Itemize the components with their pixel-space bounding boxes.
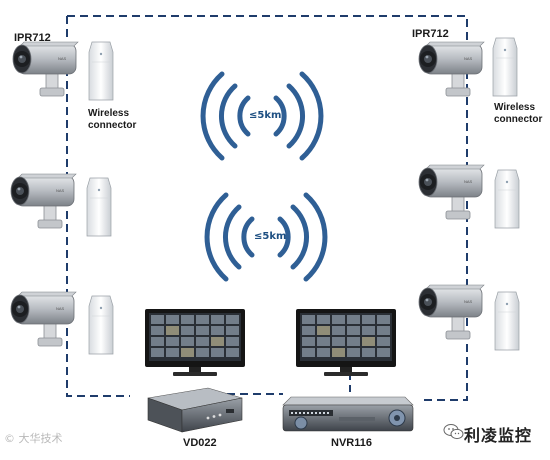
camera-model-label: IPR712 bbox=[14, 32, 51, 44]
wireless-bridge-icon bbox=[88, 41, 114, 101]
camera-model-label: IPR712 bbox=[412, 28, 449, 40]
monitor-icon bbox=[296, 309, 396, 376]
wireless-bridge-icon bbox=[492, 37, 518, 97]
nvr-icon bbox=[282, 396, 414, 432]
camera-icon bbox=[12, 41, 79, 97]
network-link-line bbox=[66, 15, 468, 411]
wireless-connector-label-line: connector bbox=[88, 120, 137, 131]
wireless-connector-label: Wireless connector bbox=[494, 102, 542, 126]
wireless-connector-label-line: Wireless bbox=[88, 108, 130, 119]
wireless-connector-label-line: connector bbox=[494, 114, 543, 125]
decoder-model-label: VD022 bbox=[183, 437, 217, 449]
monitor-icon bbox=[145, 309, 245, 376]
brand-watermark: 利凌监控 bbox=[464, 426, 533, 445]
wireless-bridge-icon bbox=[88, 295, 114, 355]
range-label: ≤5km bbox=[254, 231, 287, 242]
recorder-model-label: NVR116 bbox=[331, 437, 372, 449]
wireless-connector-label: Wireless connector bbox=[88, 108, 136, 132]
wireless-bridge-icon bbox=[494, 291, 520, 351]
wireless-bridge-icon bbox=[86, 177, 112, 237]
wireless-bridge-icon bbox=[494, 169, 520, 229]
watermark-left: © 大华技术 bbox=[4, 432, 63, 445]
camera-icon bbox=[418, 41, 485, 97]
range-label: ≤5km bbox=[249, 110, 282, 121]
wechat-icon bbox=[443, 424, 464, 440]
wireless-connector-label-line: Wireless bbox=[494, 102, 536, 113]
video-decoder-icon bbox=[147, 387, 243, 433]
camera-icon bbox=[418, 164, 485, 220]
camera-icon bbox=[418, 284, 485, 340]
camera-icon bbox=[10, 173, 77, 229]
camera-icon bbox=[10, 291, 77, 347]
